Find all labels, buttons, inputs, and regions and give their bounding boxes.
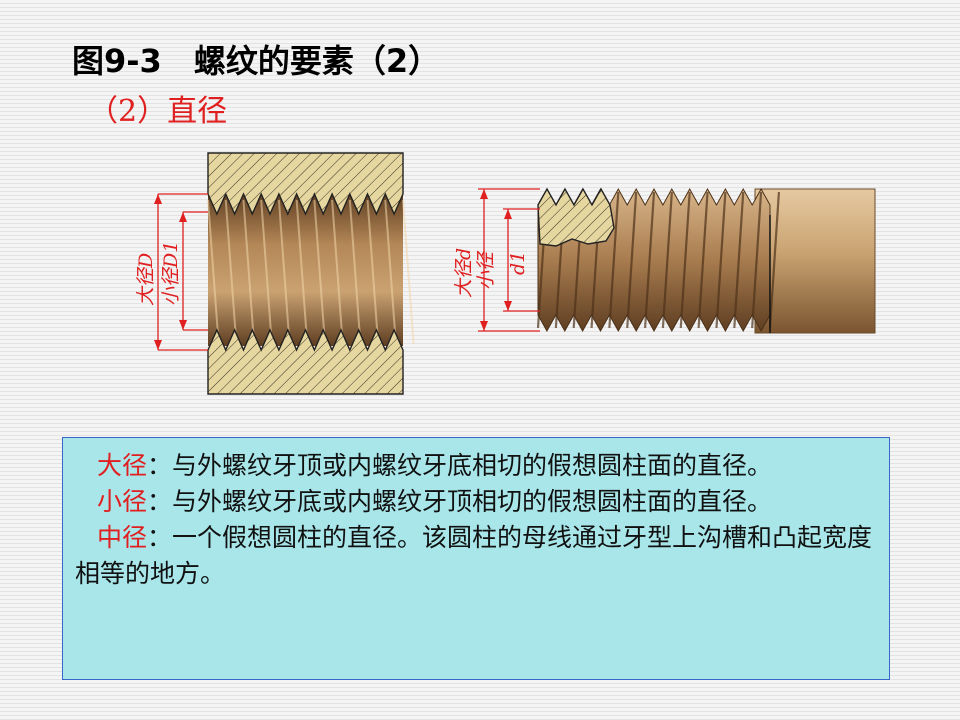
bolt-ridge-line bbox=[661, 191, 673, 329]
external-dimensions bbox=[478, 188, 540, 332]
internal-major-diameter-label: 大径D bbox=[135, 253, 157, 306]
bolt-ridge-line bbox=[715, 191, 727, 329]
definitions-box: 大径：与外螺纹牙顶或内螺纹牙底相切的假想圆柱面的直径。 小径：与外螺纹牙底或内螺… bbox=[62, 437, 890, 680]
definition-text: ：与外螺纹牙底或内螺纹牙顶相切的假想圆柱面的直径。 bbox=[147, 487, 773, 516]
definition-term: 小径 bbox=[97, 487, 148, 516]
internal-minor-diameter-label: 小径D1 bbox=[160, 241, 182, 306]
bolt-section-cut bbox=[537, 187, 615, 247]
definition-term: 中径 bbox=[97, 523, 148, 552]
bore-ridge-line bbox=[348, 199, 362, 345]
definition-text: ：一个假想圆柱的直径。该圆柱的母线通过牙型上沟槽和凸起宽度相等的地方。 bbox=[75, 523, 873, 588]
internal-thread bbox=[207, 152, 415, 395]
bolt-ridge-line bbox=[733, 191, 745, 329]
bore-ridge-line bbox=[207, 199, 220, 345]
section-subtitle: （2）直径 bbox=[88, 94, 228, 129]
bore-ridge-line bbox=[295, 199, 309, 345]
internal-dimensions bbox=[154, 193, 208, 351]
external-minor-diameter-symbol: d1 bbox=[507, 251, 529, 275]
bore-ridge-line bbox=[384, 199, 397, 345]
page-title: 图9-3 螺纹的要素（2） bbox=[72, 42, 441, 80]
bolt-ridge-line bbox=[768, 191, 781, 329]
bore-ridge-line bbox=[277, 199, 291, 345]
definition-text: ：与外螺纹牙顶或内螺纹牙底相切的假想圆柱面的直径。 bbox=[147, 451, 773, 480]
internal-thread-ridges bbox=[207, 199, 415, 345]
external-thread bbox=[536, 187, 876, 334]
bolt-ridge-line bbox=[751, 191, 763, 329]
bolt-ridge-line bbox=[626, 191, 638, 329]
definition-major: 大径：与外螺纹牙顶或内螺纹牙底相切的假想圆柱面的直径。 bbox=[75, 448, 879, 484]
bolt-shank bbox=[754, 188, 876, 334]
bore-ridge-line bbox=[402, 199, 415, 345]
bolt-ridge-line bbox=[697, 191, 709, 329]
internal-bottom-hatched-section bbox=[207, 328, 404, 395]
definition-term: 大径 bbox=[97, 451, 148, 480]
definition-minor: 小径：与外螺纹牙底或内螺纹牙顶相切的假想圆柱面的直径。 bbox=[75, 484, 879, 520]
bore-ridge-line bbox=[260, 199, 273, 345]
external-major-diameter-label: 大径d bbox=[453, 248, 475, 298]
bore-ridge-line bbox=[242, 199, 256, 345]
external-minor-diameter-label: 小径 bbox=[475, 250, 497, 290]
bore-ridge-line bbox=[224, 199, 238, 345]
bore-ridge-line bbox=[366, 199, 380, 345]
bore-ridge-line bbox=[313, 199, 326, 345]
definition-pitch: 中径：一个假想圆柱的直径。该圆柱的母线通过牙型上沟槽和凸起宽度相等的地方。 bbox=[75, 520, 879, 592]
bore-ridge-line bbox=[331, 199, 344, 345]
bolt-ridge-line bbox=[643, 191, 656, 329]
bolt-ridge-line bbox=[679, 191, 691, 329]
bolt-ridge-line bbox=[608, 191, 620, 329]
internal-top-hatched-section bbox=[207, 152, 404, 216]
